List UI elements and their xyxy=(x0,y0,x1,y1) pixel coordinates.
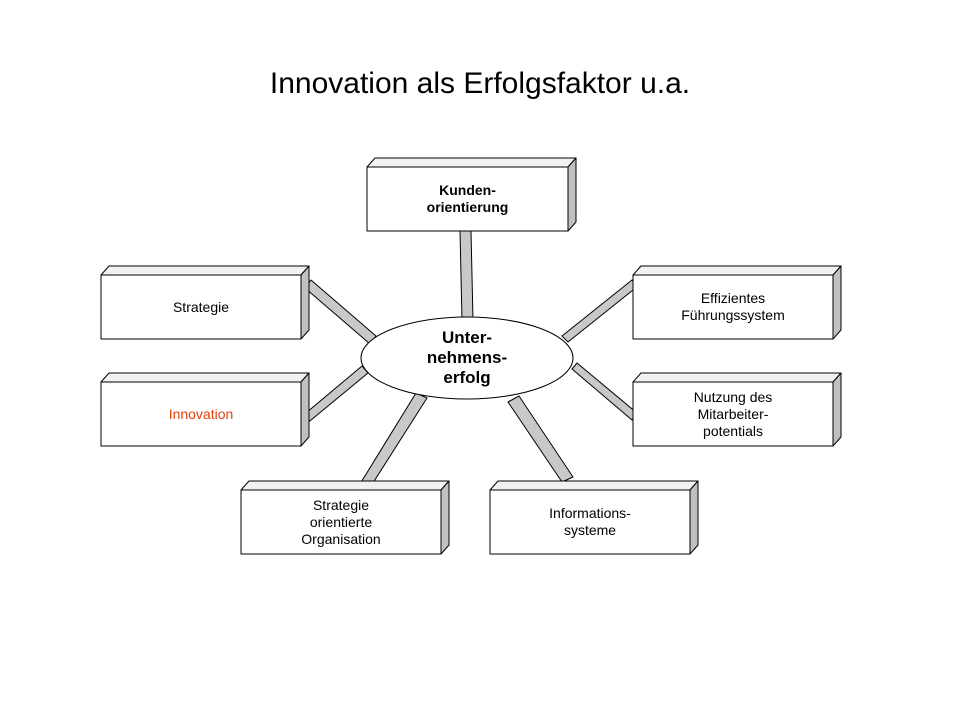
box-kunden-shape xyxy=(366,157,577,232)
center-label: Unter- nehmens- erfolg xyxy=(377,320,557,396)
box-nutzung-line-1: Nutzung des xyxy=(693,388,773,405)
box-informationen-line-1: Informations- xyxy=(549,505,631,521)
box-innovation: Innovation xyxy=(101,382,301,446)
box-kunden-line-2: orientierung xyxy=(426,199,509,215)
box-organisation: Strategie orientierte Organisation xyxy=(241,490,441,554)
center-line-1: Unter- xyxy=(441,328,493,347)
connector-nutzung xyxy=(571,362,638,421)
box-organisation-line-2: orientierte xyxy=(309,513,373,530)
page-title: Innovation als Erfolgsfaktor u.a. xyxy=(269,67,691,100)
center-line-3: erfolg xyxy=(443,368,491,387)
box-effizient: Effizientes Führungssystem xyxy=(633,275,833,339)
box-nutzung-line-3: potentials xyxy=(703,422,763,439)
box-informationen-line-2: systeme xyxy=(563,522,617,538)
connector-kunden xyxy=(459,230,474,321)
box-strategie: Strategie xyxy=(101,275,301,339)
box-innovation-shape xyxy=(100,372,310,447)
box-organisation-line-1: Strategie xyxy=(312,496,370,513)
box-strategie-shape xyxy=(100,265,310,340)
box-kunden: Kunden- orientierung xyxy=(367,167,568,231)
box-informationen: Informations- systeme xyxy=(490,490,690,554)
box-effizient-line-2: Führungssystem xyxy=(681,307,785,323)
box-nutzung-shape xyxy=(632,372,842,447)
connector-effizient xyxy=(561,279,639,343)
connector-innovation xyxy=(299,365,369,426)
connector-informationen xyxy=(507,395,574,483)
center-line-2: nehmens- xyxy=(426,348,508,367)
box-organisation-line-3: Organisation xyxy=(301,530,381,547)
box-effizient-line-1: Effizientes xyxy=(700,290,766,306)
connector-organisation xyxy=(359,392,428,487)
box-innovation-line-1: Innovation xyxy=(168,405,234,422)
box-nutzung-line-2: Mitarbeiter- xyxy=(697,405,769,422)
box-organisation-shape xyxy=(240,480,450,555)
box-nutzung: Nutzung des Mitarbeiter- potentials xyxy=(633,382,833,446)
box-kunden-line-1: Kunden- xyxy=(439,182,496,198)
box-strategie-line-1: Strategie xyxy=(172,298,230,315)
connector-strategie xyxy=(304,279,377,345)
center-ellipse xyxy=(360,316,574,400)
box-effizient-shape xyxy=(632,265,842,340)
box-informationen-shape xyxy=(489,480,699,555)
